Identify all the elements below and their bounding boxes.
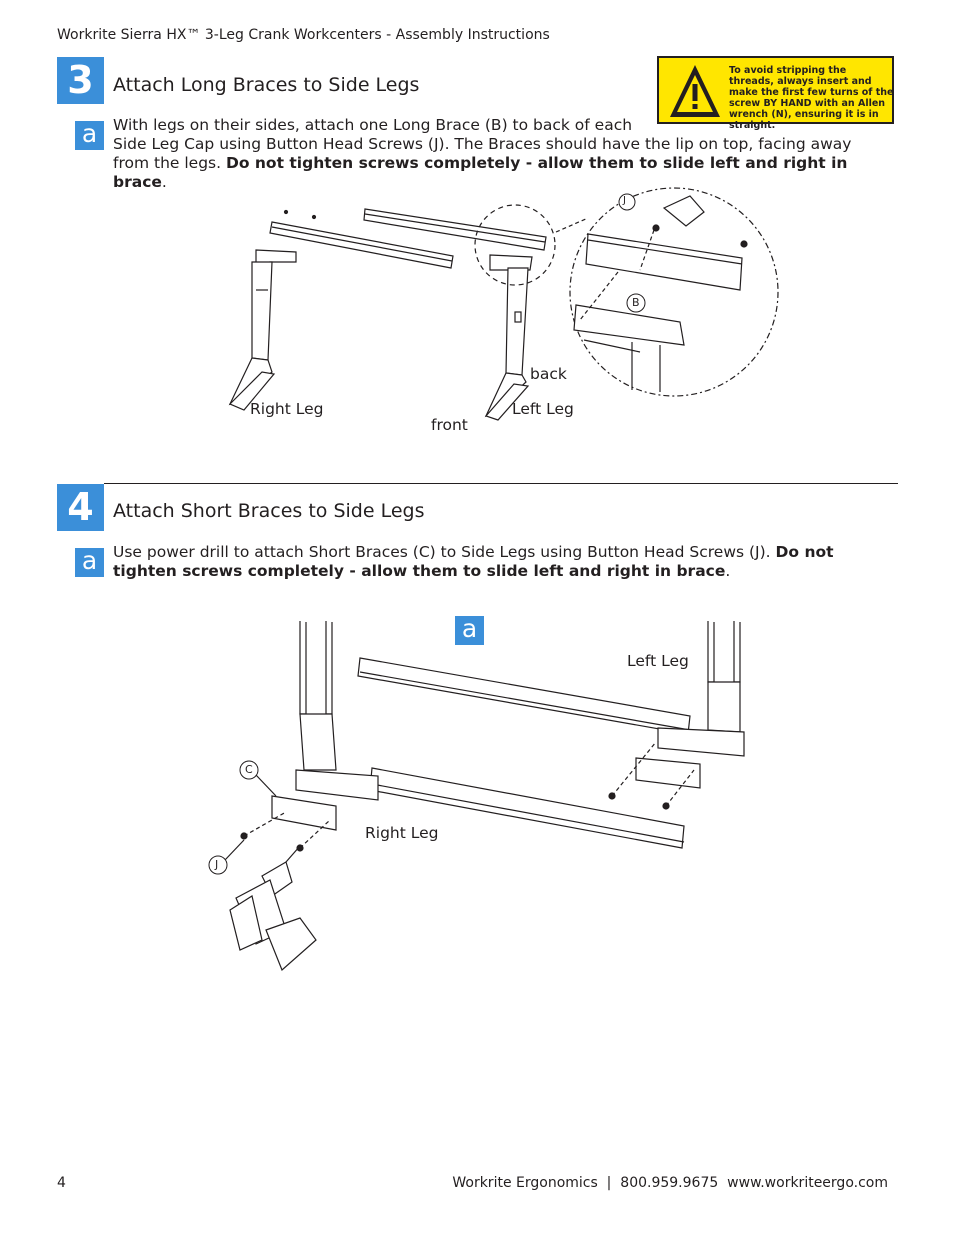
long-brace-diagram [228,187,779,421]
step-title: Attach Long Braces to Side Legs [113,74,420,96]
instruction-text: Side Leg Cap using Button Head Screws (J… [113,135,852,172]
document-header: Workrite Sierra HX™ 3-Leg Crank Workcent… [57,27,550,43]
front-label: front [431,416,468,434]
step-title: Attach Short Braces to Side Legs [113,500,425,522]
warning-text: To avoid stripping the threads, always i… [729,65,894,131]
step-instruction-line: With legs on their sides, attach one Lon… [113,116,633,134]
short-brace-diagram [208,621,745,972]
instruction-bold-text: Do not tighten screws completely - allow… [113,543,834,580]
warning-triangle-icon [670,65,720,117]
footer-contact: Workrite Ergonomics | 800.959.9675 www.w… [452,1175,888,1191]
step-instruction: Use power drill to attach Short Braces (… [113,543,883,581]
screw-callout-label: J [215,858,219,871]
warning-box: To avoid stripping the threads, always i… [657,56,894,131]
brace-callout-label: C [245,763,253,776]
left-leg-label: Left Leg [627,652,689,670]
instruction-bold-text: Do not tighten screws completely - allow… [113,154,848,191]
step-number-badge: 3 [57,57,104,104]
brace-callout-label: B [632,296,640,309]
right-leg-label: Right Leg [250,400,324,418]
substep-badge: a [75,121,104,150]
page-number: 4 [57,1175,66,1191]
right-leg-label: Right Leg [365,824,439,842]
instruction-end: . [725,562,731,580]
step-number-badge: 4 [57,484,104,531]
instruction-text: Use power drill to attach Short Braces (… [113,543,771,561]
back-label: back [530,365,567,383]
instruction-end: . [161,173,167,191]
left-leg-label: Left Leg [512,400,574,418]
section-divider [104,483,898,484]
step-instruction: Side Leg Cap using Button Head Screws (J… [113,135,883,192]
screw-callout-label: J [623,195,626,206]
figure-badge: a [455,616,484,645]
substep-badge: a [75,548,104,577]
